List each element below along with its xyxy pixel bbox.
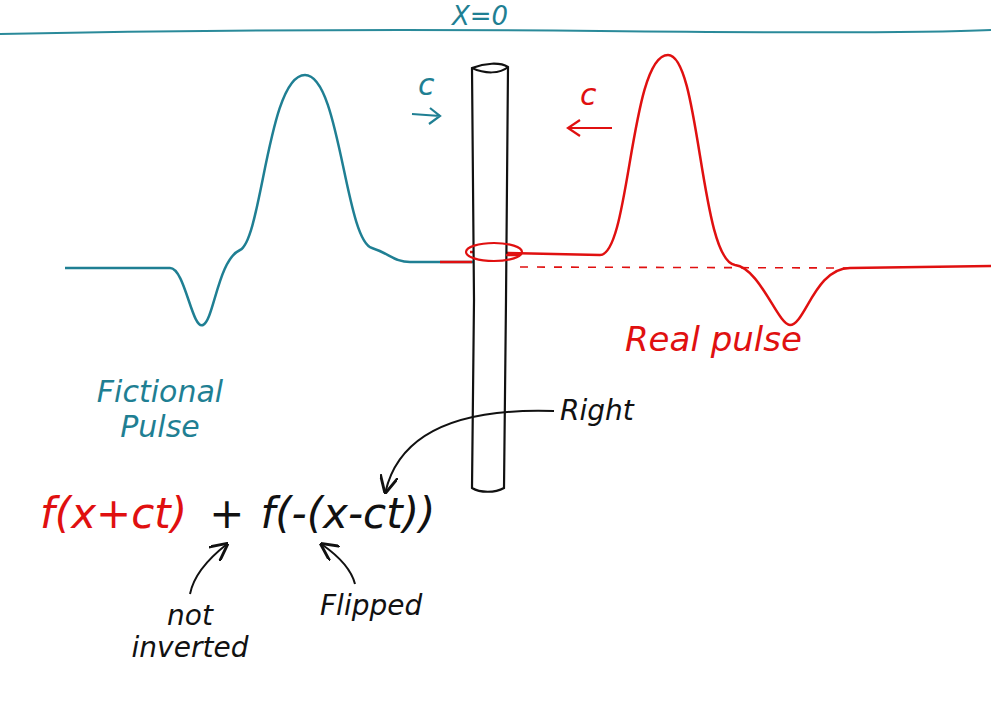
pulse-label: Fictional Pulse xyxy=(70,375,250,444)
string-end xyxy=(440,255,520,262)
formula-operator: + xyxy=(209,490,244,538)
formula-term: f(x+ct) xyxy=(40,490,187,538)
annotation: Flipped xyxy=(320,590,422,622)
dashed-baseline xyxy=(520,267,850,268)
fictional-pulse xyxy=(65,75,475,325)
real-pulse xyxy=(470,55,991,325)
wave-speed: c xyxy=(580,78,597,113)
annotation: Right xyxy=(560,395,634,427)
fixed-end-circle xyxy=(466,243,522,261)
pulse-label: Real pulse xyxy=(625,320,802,359)
axis-position: X=0 xyxy=(452,2,508,32)
leader-line xyxy=(385,411,554,492)
leader-line xyxy=(322,544,355,584)
wave-speed: c xyxy=(418,68,435,103)
annotation: not inverted xyxy=(105,600,275,664)
formula-term: f(-(x-ct)) xyxy=(260,490,435,538)
velocity-arrow xyxy=(568,120,612,136)
velocity-arrow xyxy=(412,108,440,124)
wall-post xyxy=(472,64,508,492)
post-top xyxy=(472,67,508,72)
leader-line xyxy=(190,544,227,594)
